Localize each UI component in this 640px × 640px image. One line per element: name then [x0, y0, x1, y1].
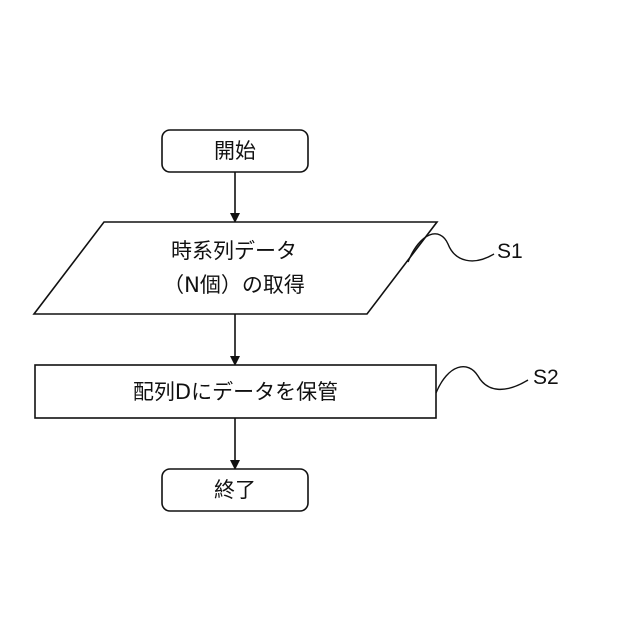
s2-step-label: S2 — [533, 366, 559, 390]
start-label: 開始 — [162, 136, 308, 166]
s1-step-label: S1 — [497, 240, 523, 264]
input-label-line1: 時系列データ — [104, 236, 364, 266]
process-label: 配列Dにデータを保管 — [35, 377, 436, 407]
end-label: 終了 — [162, 475, 308, 505]
s2-leader-line — [436, 367, 528, 393]
input-label-line2: （N個）の取得 — [104, 270, 364, 300]
